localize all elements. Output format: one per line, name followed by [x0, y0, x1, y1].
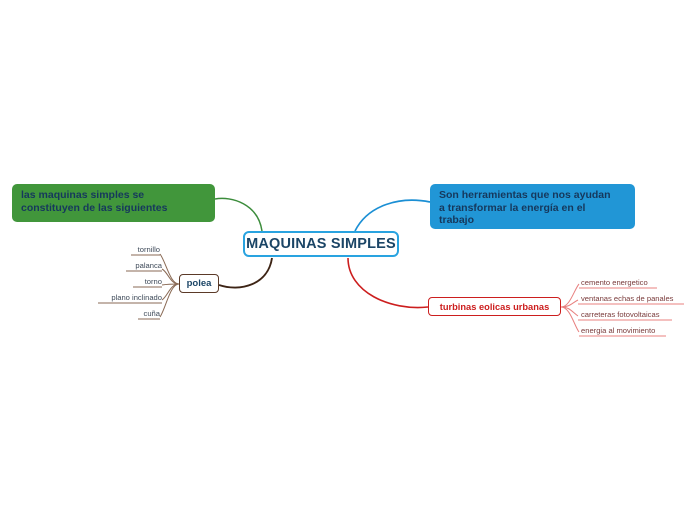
leaf-tornillo[interactable]: tornillo — [101, 245, 160, 255]
edge-turbinas-to-carreteras — [560, 306, 579, 317]
edge-turbinas-to-cemento — [560, 283, 580, 308]
node-branch-blue-label: Son herramientas que nos ayudan a transf… — [439, 189, 611, 226]
leaf-cemento-energetico[interactable]: cemento energetico — [581, 278, 648, 288]
edge-root-to-polea — [218, 257, 273, 289]
leaf-palanca[interactable]: palanca — [101, 261, 162, 271]
leaf-cuna-label: cuña — [143, 309, 160, 318]
leaf-energia-al-movimiento[interactable]: energia al movimiento — [581, 326, 655, 336]
leaf-palanca-label: palanca — [135, 261, 162, 270]
leaf-cemento-energetico-label: cemento energetico — [581, 278, 648, 287]
node-root[interactable]: MAQUINAS SIMPLES — [243, 231, 399, 257]
edge-polea-to-cuna — [159, 283, 180, 318]
leaf-plano-inclinado[interactable]: plano inclinado — [82, 293, 162, 303]
edge-root-to-green — [214, 197, 263, 232]
leaf-carreteras-fotovoltaicas-label: carreteras fotovoltaicas — [581, 310, 660, 319]
leaf-carreteras-fotovoltaicas[interactable]: carreteras fotovoltaicas — [581, 310, 660, 320]
node-root-label: MAQUINAS SIMPLES — [246, 236, 396, 252]
node-branch-green[interactable]: las maquinas simples se constituyen de l… — [12, 184, 215, 222]
leaf-cuna[interactable]: cuña — [101, 309, 160, 319]
node-branch-green-label: las maquinas simples se constituyen de l… — [21, 189, 168, 214]
leaf-energia-al-movimiento-label: energia al movimiento — [581, 326, 656, 335]
leaf-tornillo-label: tornillo — [137, 245, 160, 254]
leaf-torno[interactable]: torno — [101, 277, 162, 287]
node-branch-blue[interactable]: Son herramientas que nos ayudan a transf… — [430, 184, 635, 229]
node-branch-turbinas-label: turbinas eolicas urbanas — [439, 301, 550, 312]
node-branch-polea[interactable]: polea — [179, 274, 219, 293]
node-branch-turbinas[interactable]: turbinas eolicas urbanas — [428, 297, 561, 316]
edge-root-to-blue — [354, 199, 431, 232]
edge-turbinas-to-energia — [560, 306, 580, 333]
edge-root-to-turbinas — [347, 257, 429, 309]
leaf-ventanas-echas-de-panales[interactable]: ventanas echas de panales — [581, 294, 673, 304]
leaf-plano-inclinado-label: plano inclinado — [111, 293, 162, 302]
node-branch-polea-label: polea — [186, 278, 212, 289]
leaf-torno-label: torno — [144, 277, 162, 286]
leaf-ventanas-echas-de-panales-label: ventanas echas de panales — [581, 294, 674, 303]
